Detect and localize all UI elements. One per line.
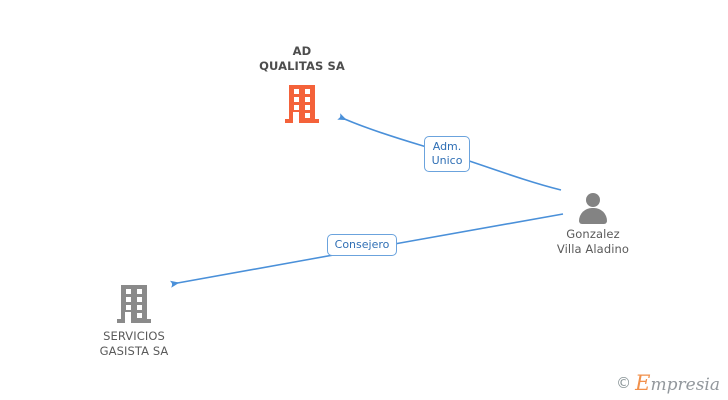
node-ad-qualitas-sa[interactable]: AD QUALITAS SA	[222, 44, 382, 123]
person-icon	[576, 193, 610, 224]
node-label-servicios-gasista-sa: SERVICIOS GASISTA SA	[99, 329, 169, 358]
building-icon	[117, 285, 151, 323]
node-gonzalez-villa-aladino[interactable]: Gonzalez Villa Aladino	[513, 193, 673, 256]
watermark-empresia: © Empresia	[616, 373, 720, 394]
building-icon	[285, 85, 319, 123]
node-label-gonzalez-villa-aladino: Gonzalez Villa Aladino	[556, 227, 630, 256]
node-servicios-gasista-sa[interactable]: SERVICIOS GASISTA SA	[54, 285, 214, 358]
edge-label-adm-unico[interactable]: Adm. Unico	[424, 136, 470, 172]
brand-initial: E	[635, 371, 651, 395]
brand-rest: mpresia	[650, 375, 721, 395]
copyright-icon: ©	[616, 374, 632, 392]
node-label-ad-qualitas-sa: AD QUALITAS SA	[259, 44, 345, 73]
edge-label-consejero[interactable]: Consejero	[327, 234, 397, 256]
brand-wordmark: Empresia	[635, 373, 720, 394]
